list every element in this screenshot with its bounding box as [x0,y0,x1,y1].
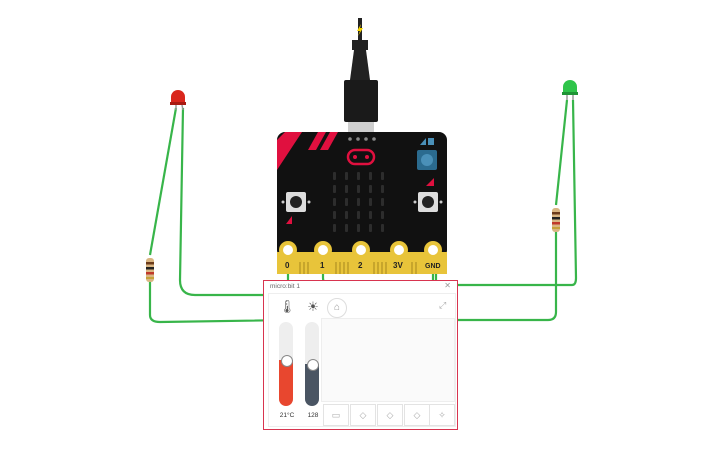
light-sensor: ☀ 128 [299,296,327,424]
wire-green-resistor[interactable] [554,99,569,206]
green-led[interactable] [562,80,578,100]
power-indicator-icon [420,138,426,145]
microbit-board[interactable]: 0 1 2 3V GND [277,132,447,274]
simulator-panel: micro:bit 1 ✕ 🌡 21°C ☀ 128 ⌂ ⤢ ▭ ◇ ◇ ◇ ✧ [263,280,458,430]
simulator-body: 🌡 21°C ☀ 128 ⌂ ⤢ ▭ ◇ ◇ ◇ ✧ [268,293,456,427]
tilt-left-icon[interactable]: ◇ [350,404,376,426]
light-value: 128 [307,412,319,419]
red-led[interactable] [170,90,186,111]
button-b-marker-icon [426,178,434,186]
free-fall-icon[interactable]: ✧ [429,404,455,426]
temperature-slider-fill [279,359,293,406]
pin-pad-0[interactable] [279,241,297,259]
pin-pad-3v[interactable] [390,241,408,259]
pin-pad-2[interactable] [352,241,370,259]
resistor-red-led[interactable] [146,258,154,282]
temperature-sensor: 🌡 21°C [273,296,301,424]
sun-icon: ☀ [307,299,319,314]
button-b[interactable] [413,178,443,212]
pin-pad-1[interactable] [314,241,332,259]
pin-pad-gnd[interactable] [424,241,442,259]
gesture-preview-area [321,318,455,402]
light-slider-fill [305,364,319,406]
pin-label-1: 1 [320,261,325,270]
home-icon[interactable]: ⌂ [327,298,347,318]
screen-up-icon[interactable]: ⤢ [439,300,447,310]
temperature-value: 21°C [279,412,295,419]
button-a-marker-icon [286,216,292,224]
logo-up-icon[interactable]: ◇ [404,404,430,426]
wire-red-led-anode[interactable] [178,107,290,297]
touch-logo-icon[interactable] [346,148,376,166]
pin-label-gnd: GND [425,263,441,270]
button-a[interactable] [281,192,311,224]
tilt-right-icon[interactable]: ◇ [377,404,403,426]
wire-red-led-cathode[interactable] [148,107,178,256]
light-slider[interactable] [305,322,319,406]
temperature-slider-knob[interactable] [281,354,293,367]
pin-label-3v: 3V [393,261,403,270]
simulator-title: micro:bit 1 [270,283,300,290]
power-button[interactable] [417,138,437,170]
thermometer-icon: 🌡 [278,299,296,314]
close-icon[interactable]: ✕ [444,281,451,290]
led-matrix [333,172,384,232]
resistor-green-led[interactable] [552,208,560,232]
shake-icon[interactable]: ▭ [323,404,349,426]
pin-label-2: 2 [358,261,363,270]
pin-label-0: 0 [285,261,290,270]
temperature-slider[interactable] [279,322,293,406]
usb-cable[interactable] [344,18,378,134]
light-slider-knob[interactable] [307,359,319,371]
